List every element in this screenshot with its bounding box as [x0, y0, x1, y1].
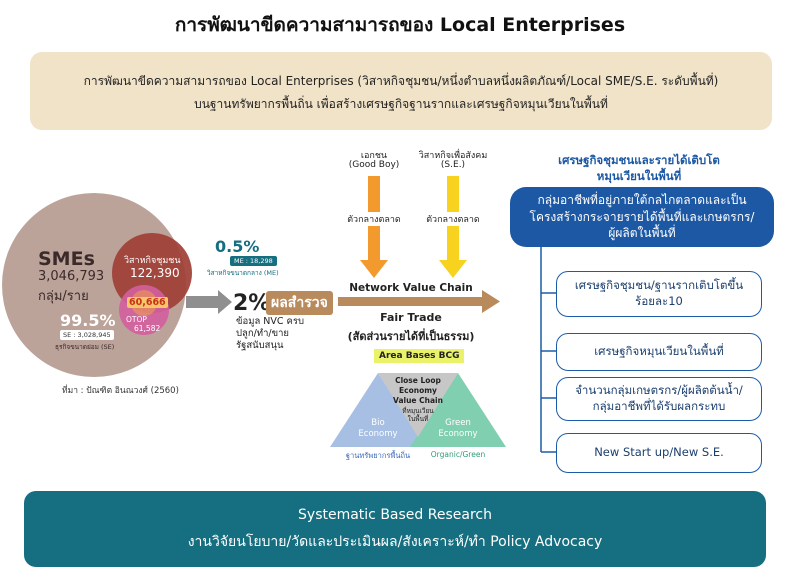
outcome-3-line-2: กลุ่มอาชีพที่ได้รับผลกระทบ — [592, 399, 726, 413]
bio-caption: ฐานทรัพยากรพื้นถิ่น — [345, 451, 411, 460]
value-chain-arrow-shaft — [338, 297, 484, 306]
occupational-groups-box: กลุ่มอาชีพที่อยู่ภายใต้กลไกตลาดและเป็น โ… — [510, 187, 774, 247]
fair-trade-sublabel: (สัดส่วนรายได้ที่เป็นธรรม) — [347, 330, 475, 343]
survey-line-3: รัฐสนับสนุน — [236, 340, 284, 351]
private-market-label: ตัวกลางตลาด — [334, 212, 414, 226]
research-box — [24, 491, 766, 567]
private-label-1: เอกชน — [360, 151, 388, 161]
outcome-box-3: จำนวนกลุ่มเกษตรกร/ผู้ผลิตต้นน้ำ/ กลุ่มอา… — [556, 377, 762, 421]
social-label-1: วิสาหกิจเพื่อสังคม — [418, 151, 488, 161]
green-caption: Organic/Green — [430, 450, 486, 459]
green-economy-line-1: Green — [445, 418, 471, 428]
otop-label: OTOP — [126, 315, 147, 324]
outcome-box-1: เศรษฐกิจชุมชน/ฐานรากเติบโตขึ้น ร้อยละ10 — [556, 271, 762, 317]
me-label: วิสาหกิจขนาดกลาง (ME) — [207, 269, 279, 277]
social-label-2: (S.E.) — [440, 160, 466, 170]
objective-line-1: การพัฒนาขีดความสามารถของ Local Enterpris… — [83, 74, 719, 88]
green-economy-line-2: Economy — [438, 429, 478, 439]
se-label: ธุรกิจขนาดย่อม (SE) — [55, 343, 115, 351]
bcg-center-line-2: Economy — [399, 386, 437, 395]
bcg-center-line-1: Close Loop — [395, 376, 441, 385]
bio-economy-line-2: Economy — [358, 429, 398, 439]
smes-title: SMEs — [38, 248, 95, 270]
right-heading-2: หมุนเวียนในพื้นที่ — [596, 169, 682, 183]
occupational-groups-line-2: โครงสร้างกระจายรายได้พื้นที่และเกษตรกร/ — [529, 209, 755, 224]
private-label-2: (Good Boy) — [348, 160, 400, 170]
survey-line-2: ปลูก/ทำ/ขาย — [236, 328, 289, 339]
survey-line-1: ข้อมูล NVC ครบ — [236, 316, 305, 327]
otop-count: 61,582 — [134, 324, 161, 333]
survey-arrow — [186, 290, 232, 314]
outcome-box-4: New Start up/New S.E. — [556, 433, 762, 473]
social-market-label: ตัวกลางตลาด — [408, 212, 498, 226]
bio-economy-line-1: Bio — [371, 418, 385, 428]
outcome-1-line-1: เศรษฐกิจชุมชน/ฐานรากเติบโตขึ้น — [574, 278, 744, 293]
bcg-center-sub-1: ที่หมุนเวียน — [402, 407, 434, 415]
objective-box — [30, 52, 772, 130]
se-percent: 99.5% — [60, 311, 116, 330]
private-arrow-head — [360, 260, 388, 278]
outcome-2-line-1: เศรษฐกิจหมุนเวียนในพื้นที่ — [594, 344, 724, 359]
survey-label: ผลสำรวจ — [266, 291, 333, 315]
community-count: 122,390 — [130, 266, 180, 280]
me-badge: ME : 18,298 — [230, 256, 277, 266]
bcg-center-sub-2: ในพื้นที่ — [407, 415, 429, 423]
occupational-groups-line-3: ผู้ผลิตในพื้นที่ — [608, 226, 676, 241]
circular-economy-triangle — [378, 373, 458, 437]
outcome-3-line-1: จำนวนกลุ่มเกษตรกร/ผู้ผลิตต้นน้ำ/ — [575, 383, 743, 398]
outcome-1-line-2: ร้อยละ10 — [635, 294, 683, 308]
me-percent: 0.5% — [215, 237, 260, 256]
page-title: การพัฒนาขีดความสามารถของ Local Enterpris… — [174, 14, 626, 36]
research-line-2: งานวิจัยนโยบาย/วัดและประเมินผล/สังเคราะห… — [187, 534, 603, 550]
objective-line-2: บนฐานทรัพยากรพื้นถิ่น เพื่อสร้างเศรษฐกิจ… — [194, 97, 608, 111]
right-heading-1: เศรษฐกิจชุมชนและรายได้เติบโต — [558, 153, 720, 167]
research-line-1: Systematic Based Research — [298, 507, 492, 523]
fair-trade-label: Fair Trade — [380, 311, 442, 324]
smes-count: 3,046,793 — [38, 269, 105, 284]
green-economy-triangle — [410, 373, 506, 447]
survey-percent: 2% — [233, 291, 271, 316]
value-chain-arrow-head — [482, 290, 500, 313]
outcome-box-2: เศรษฐกิจหมุนเวียนในพื้นที่ — [556, 333, 762, 371]
se-badge: SE : 3,028,945 — [60, 330, 114, 340]
community-label: วิสาหกิจชุมชน — [124, 256, 181, 266]
bcg-center-line-3: Value Chain — [393, 396, 443, 405]
overlap-count: 60,666 — [127, 297, 168, 308]
bio-economy-triangle — [330, 373, 426, 447]
occupational-groups-line-1: กลุ่มอาชีพที่อยู่ภายใต้กลไกตลาดและเป็น — [537, 192, 747, 207]
se-arrow-head — [439, 260, 467, 278]
source-note: ที่มา : ปัณฑิต อินณวงศ์ (2560) — [62, 386, 179, 396]
smes-unit: กลุ่ม/ราย — [38, 289, 89, 304]
network-value-chain-label: Network Value Chain — [349, 282, 473, 294]
outcome-4-line-1: New Start up/New S.E. — [594, 445, 724, 460]
bcg-title: Area Bases BCG — [374, 349, 465, 363]
